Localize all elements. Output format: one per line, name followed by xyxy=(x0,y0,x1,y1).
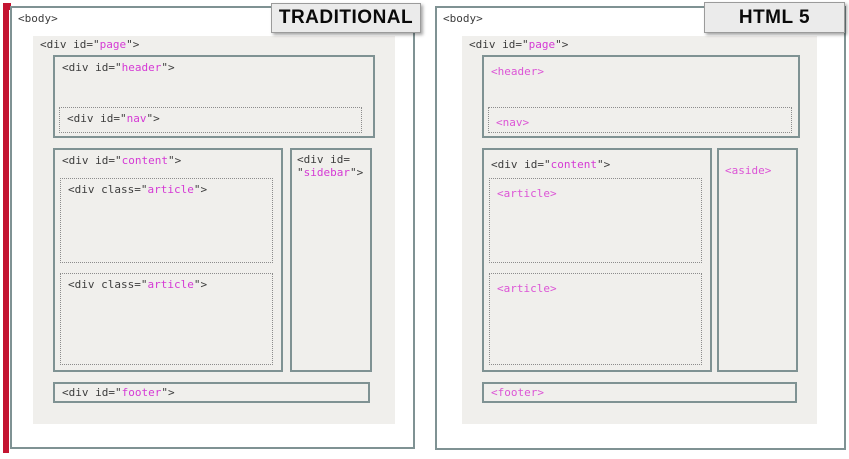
article-div-label-2: <div class="article"> xyxy=(68,278,208,291)
nav-div-box: <div id="nav"> xyxy=(59,107,362,133)
page-div-label: <div id="page"> xyxy=(40,38,140,51)
page-div-label: <div id="page"> xyxy=(469,38,569,51)
panel-title-html5: HTML 5 xyxy=(704,2,845,33)
article-element-label-1: <article> xyxy=(497,187,557,200)
page-div-box: <div id="page"> <div id="header"> <div i… xyxy=(33,36,395,424)
body-tag-label: <body> xyxy=(18,12,58,25)
body-tag-box: <body> <div id="page"> <header> <nav> <d… xyxy=(435,6,846,450)
content-div-label: <div id="content"> xyxy=(491,158,611,171)
article-div-box-1: <div class="article"> xyxy=(60,178,273,263)
body-tag-label: <body> xyxy=(443,12,483,25)
article-div-label-1: <div class="article"> xyxy=(68,183,208,196)
content-div-box: <div id="content"> <article> <article> xyxy=(482,148,712,372)
header-div-label: <div id="header"> xyxy=(62,61,175,74)
panel-title-text: TRADITIONAL xyxy=(278,7,414,28)
article-element-label-2: <article> xyxy=(497,282,557,295)
sidebar-div-box: <div id="sidebar"> xyxy=(290,148,372,372)
article-div-box-2: <div class="article"> xyxy=(60,273,273,365)
panel-title-traditional: TRADITIONAL xyxy=(271,3,421,33)
article-element-box-1: <article> xyxy=(489,178,702,263)
content-div-label: <div id="content"> xyxy=(62,154,182,167)
aside-element-label: <aside> xyxy=(725,164,772,177)
footer-div-box: <div id="footer"> xyxy=(53,382,370,403)
article-element-box-2: <article> xyxy=(489,273,702,365)
aside-element-box: <aside> xyxy=(717,148,798,372)
header-element-label: <header> xyxy=(491,65,544,78)
footer-element-box: <footer> xyxy=(482,382,797,403)
red-accent-bar xyxy=(3,3,9,453)
panel-html5: <body> <div id="page"> <header> <nav> <d… xyxy=(425,0,849,459)
nav-element-box: <nav> xyxy=(488,107,792,133)
panel-title-text: HTML 5 xyxy=(738,6,811,28)
header-div-box: <div id="header"> <div id="nav"> xyxy=(53,55,375,138)
footer-div-label: <div id="footer"> xyxy=(62,386,175,399)
body-tag-box: <body> <div id="page"> <div id="header">… xyxy=(10,6,415,449)
page-div-box: <div id="page"> <header> <nav> <div id="… xyxy=(462,36,817,424)
footer-element-label: <footer> xyxy=(491,386,544,399)
nav-element-label: <nav> xyxy=(496,116,530,129)
header-element-box: <header> <nav> xyxy=(482,55,800,138)
sidebar-div-label: <div id="sidebar"> xyxy=(297,153,364,179)
content-div-box: <div id="content"> <div class="article">… xyxy=(53,148,283,372)
nav-div-label: <div id="nav"> xyxy=(67,112,160,125)
panel-traditional: <body> <div id="page"> <div id="header">… xyxy=(10,3,421,449)
